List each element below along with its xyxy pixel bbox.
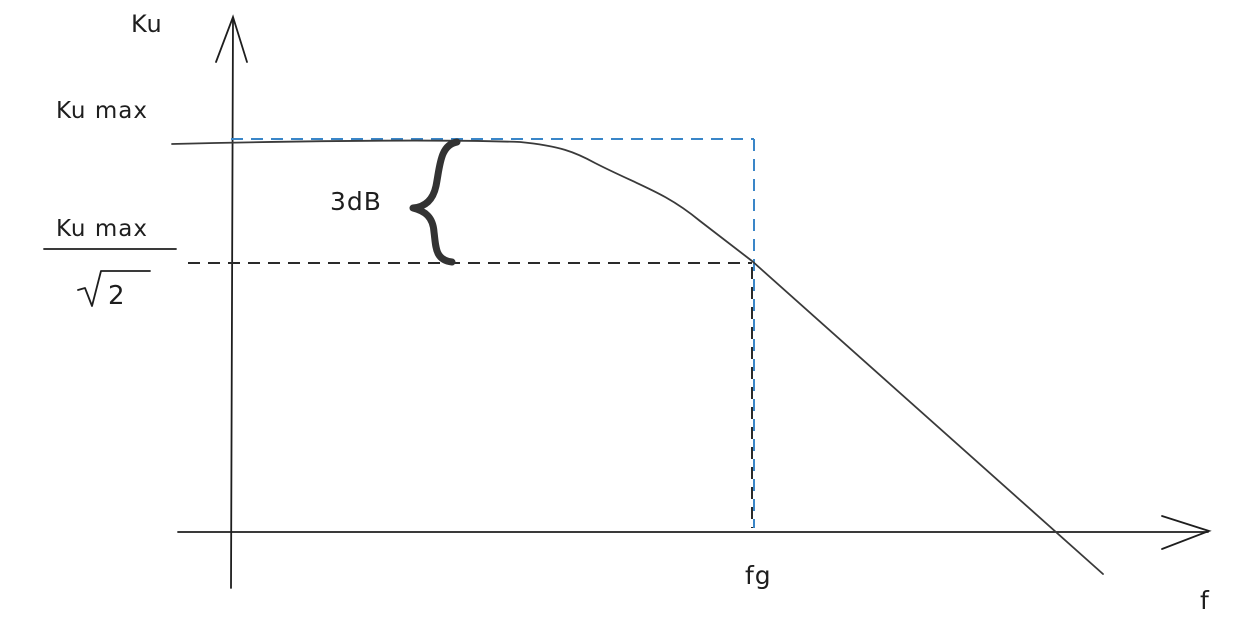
cutoff-frequency-label: fg bbox=[745, 561, 772, 590]
cutoff-gain-numerator-label: Ku max bbox=[56, 216, 148, 242]
y-axis bbox=[215, 14, 248, 589]
frequency-response-curve bbox=[171, 139, 1104, 575]
three-db-brace bbox=[409, 138, 461, 266]
x-axis bbox=[177, 515, 1212, 550]
max-gain-label: Ku max bbox=[56, 98, 148, 124]
y-axis-arrowhead bbox=[215, 14, 248, 63]
x-axis-label: f bbox=[1200, 586, 1210, 615]
three-db-label: 3dB bbox=[330, 187, 382, 216]
ideal-response-guide bbox=[231, 138, 755, 528]
cutoff-gain-denominator-label: 2 bbox=[108, 281, 126, 311]
y-axis-line bbox=[230, 17, 234, 589]
cutoff-gain-fraction bbox=[43, 248, 177, 307]
square-root-symbol bbox=[77, 270, 151, 307]
x-axis-arrowhead bbox=[1161, 515, 1212, 550]
cutoff-guides bbox=[188, 262, 753, 528]
y-axis-label: Ku bbox=[131, 10, 163, 38]
